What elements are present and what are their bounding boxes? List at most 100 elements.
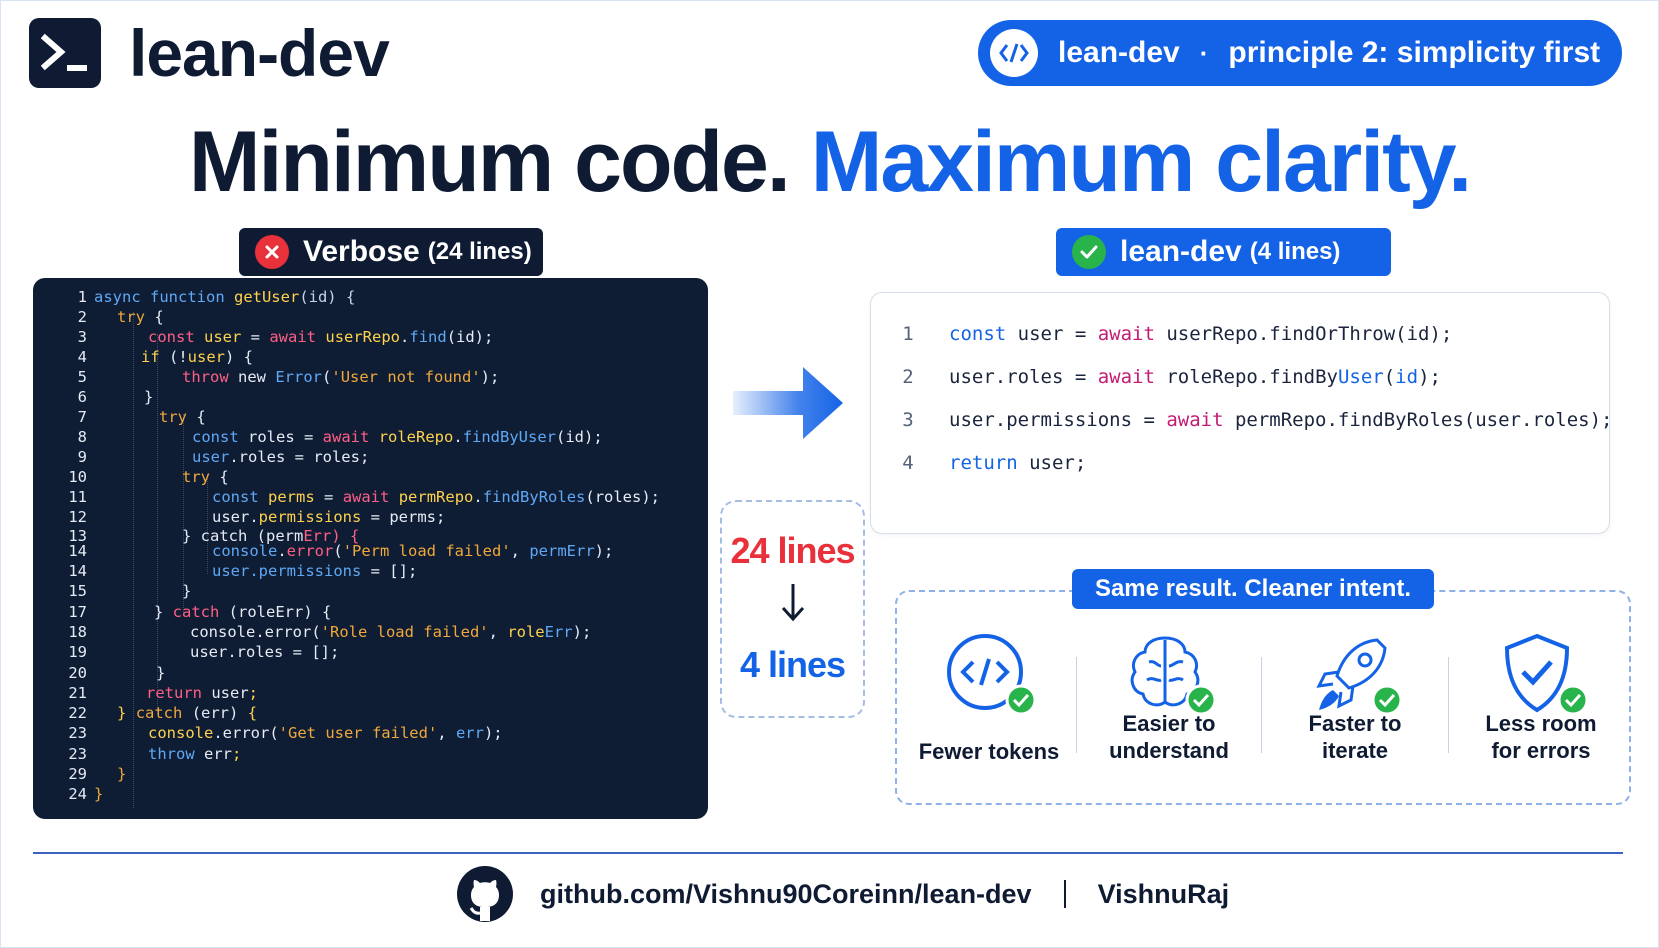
benefit-label: Faster to: [1308, 711, 1402, 736]
line-number: 9: [77, 448, 87, 466]
repo-link[interactable]: github.com/Vishnu90Coreinn/lean-dev: [540, 878, 1032, 909]
code-line: const user = await userRepo.findOrThrow(…: [949, 323, 1453, 345]
line-number: 14: [68, 562, 87, 580]
verbose-code-panel: 1 2 3 4 5 6 7 8 9 10 11 12 13 14 14 15 1…: [33, 278, 708, 819]
arrow-right-icon: [733, 367, 843, 439]
pill-separator: ·: [1199, 37, 1209, 68]
line-number: 21: [68, 684, 87, 702]
line-number: 2: [77, 308, 87, 326]
code-line: }: [156, 664, 166, 682]
author-name: VishnuRaj: [1097, 878, 1230, 909]
brand-name: lean-dev: [129, 16, 390, 90]
line-number: 17: [68, 603, 87, 621]
lean-code-panel: 1 2 3 4 const user = await userRepo.find…: [870, 292, 1613, 534]
benefits-title: Same result. Cleaner intent.: [1072, 569, 1434, 609]
headline: Minimum code. Maximum clarity.: [0, 112, 1659, 212]
benefit-label: Easier to: [1122, 711, 1216, 736]
line-number: 18: [68, 623, 87, 641]
code-line: user.roles = [];: [190, 643, 340, 661]
x-circle-icon: [255, 235, 289, 269]
code-line: user.permissions = [];: [212, 562, 418, 580]
lean-label: lean-dev (4 lines): [1056, 228, 1391, 276]
brain-icon: [1130, 636, 1217, 716]
code-line: user.roles = roles;: [192, 448, 370, 466]
code-line: return user;: [146, 684, 259, 702]
line-count-comparison: 24 lines 4 lines: [720, 500, 865, 718]
lean-label-count: (4 lines): [1249, 238, 1341, 265]
code-line: const roles = await roleRepo.findByUser(…: [192, 428, 603, 446]
code-line: }: [117, 765, 127, 783]
check-circle-icon: [1072, 235, 1106, 269]
line-number: 1: [77, 288, 87, 306]
code-line: try {: [182, 468, 229, 486]
line-number: 2: [902, 366, 914, 388]
benefit-easier: Easier to understand: [1077, 592, 1261, 803]
line-number: 14: [68, 542, 87, 560]
code-line: throw new Error('User not found');: [182, 368, 500, 386]
divider: [1448, 657, 1449, 753]
github-icon[interactable]: [456, 865, 514, 923]
rocket-icon: [1316, 638, 1403, 716]
line-number: 10: [68, 468, 87, 486]
benefit-fewer-tokens: Fewer tokens: [897, 592, 1081, 803]
line-number: 3: [902, 409, 914, 431]
code-line: const user = await userRepo.find(id);: [148, 328, 494, 346]
benefit-label: Less room: [1485, 711, 1597, 736]
verbose-label-text: Verbose: [303, 235, 420, 268]
line-number: 11: [68, 488, 87, 506]
code-line: user.permissions = perms;: [212, 508, 446, 526]
code-line: user.permissions = await permRepo.findBy…: [949, 409, 1613, 431]
line-number: 23: [68, 745, 87, 763]
verbose-label-count: (24 lines): [427, 238, 532, 265]
line-number: 20: [68, 664, 87, 682]
lean-label-text: lean-dev: [1120, 235, 1242, 268]
divider: [1261, 657, 1262, 753]
line-number: 6: [77, 388, 87, 406]
pill-brand: lean-dev: [1058, 36, 1180, 69]
terminal-prompt-icon: [29, 18, 101, 88]
benefit-label: understand: [1109, 738, 1229, 763]
line-number: 23: [68, 724, 87, 742]
footer: github.com/Vishnu90Coreinn/lean-dev Vish…: [456, 864, 1229, 924]
shield-check-icon: [1504, 633, 1589, 716]
benefit-label: Fewer tokens: [918, 739, 1060, 764]
line-number: 19: [68, 643, 87, 661]
line-number: 5: [77, 368, 87, 386]
line-number: 4: [77, 348, 87, 366]
line-number: 29: [68, 765, 87, 783]
headline-part1: Minimum code.: [188, 114, 791, 210]
footer-divider: [33, 852, 1623, 854]
line-number: 3: [77, 328, 87, 346]
benefit-less-errors: Less room for errors: [1449, 592, 1633, 803]
code-line: return user;: [949, 452, 1087, 474]
footer-separator: [1063, 880, 1066, 908]
line-number: 22: [68, 704, 87, 722]
code-icon: [947, 634, 1037, 716]
code-line: try {: [159, 408, 206, 426]
line-number: 4: [902, 452, 914, 474]
code-line: }: [94, 785, 104, 803]
line-number: 7: [77, 408, 87, 426]
benefit-faster: Faster to iterate: [1263, 592, 1447, 803]
code-line: try {: [117, 308, 164, 326]
code-line: }: [144, 388, 154, 406]
line-number: 8: [77, 428, 87, 446]
code-line: user.roles = await roleRepo.findByUser(i…: [949, 366, 1441, 388]
brand-logo: lean-dev: [29, 16, 390, 90]
lean-line-count: 4 lines: [739, 644, 846, 685]
benefit-label: iterate: [1321, 738, 1389, 763]
benefit-label: for errors: [1491, 738, 1591, 763]
verbose-line-count: 24 lines: [730, 530, 855, 571]
code-line: } catch (permErr) {: [182, 527, 360, 545]
code-line: }: [182, 582, 192, 600]
benefits-panel: Fewer tokens Easier to understand Faster…: [895, 590, 1631, 805]
divider: [1076, 657, 1077, 753]
code-line: if (!user) {: [141, 348, 253, 366]
code-line: throw err;: [148, 745, 242, 763]
arrow-down-icon: [722, 582, 863, 627]
principle-pill: lean-dev · principle 2: simplicity first: [978, 20, 1622, 86]
verbose-label: Verbose (24 lines): [239, 228, 543, 276]
code-line: async function getUser(id) {: [94, 288, 356, 306]
line-number: 1: [902, 323, 914, 345]
headline-part2: Maximum clarity.: [810, 114, 1472, 210]
